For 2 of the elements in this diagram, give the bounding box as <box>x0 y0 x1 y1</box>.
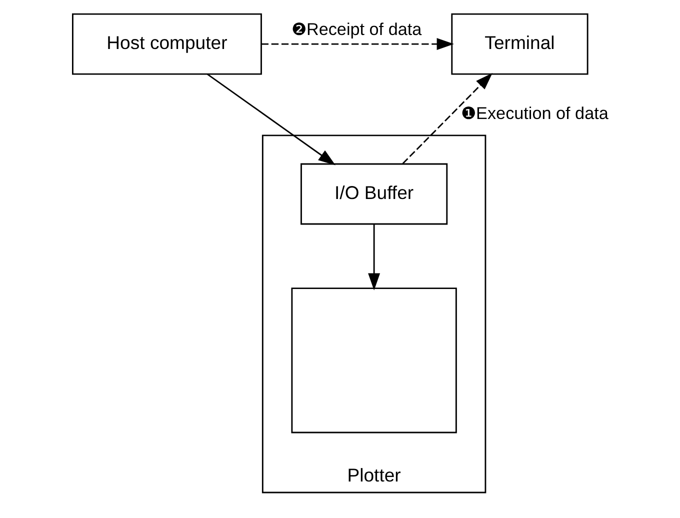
edge-label: ❶Execution of data <box>460 103 608 124</box>
edge-label: ❷Receipt of data <box>290 18 422 39</box>
